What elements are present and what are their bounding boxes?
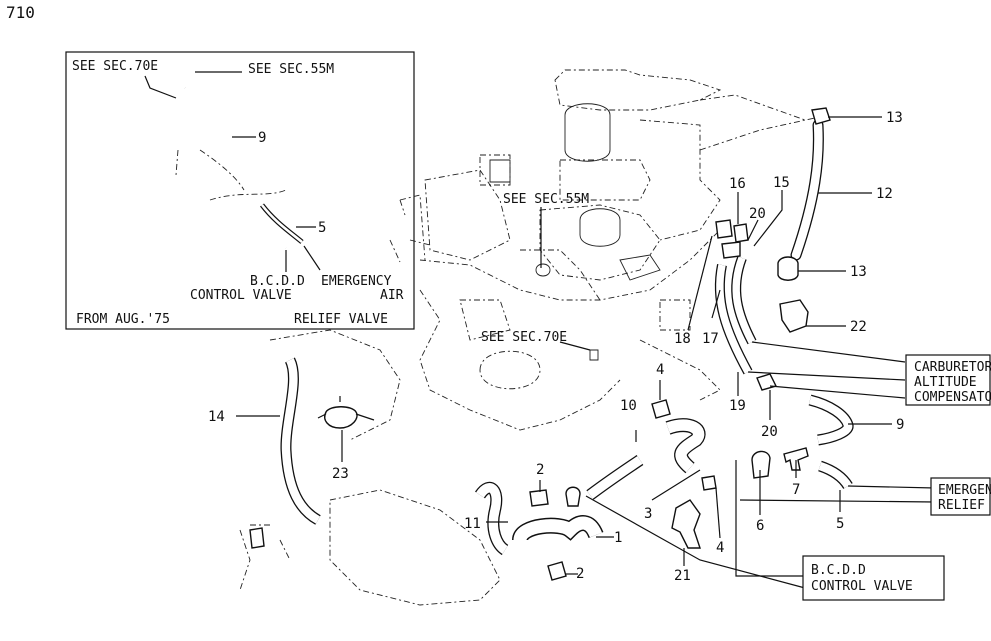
- clamp-4-upper: [651, 399, 671, 419]
- leader-lines: [236, 116, 936, 589]
- callout-17: 17: [702, 331, 719, 347]
- callout-16: 16: [729, 176, 746, 192]
- inset-callout-9: 9: [258, 130, 266, 146]
- inset-see-55m: SEE SEC.55M: [248, 62, 334, 77]
- valve-16: [715, 219, 749, 259]
- bracket-21: [671, 499, 701, 549]
- callout-20-upper: 20: [749, 206, 766, 222]
- bcdd-line2: CONTROL VALVE: [811, 579, 913, 594]
- main-see-55m: SEE SEC.55M: [503, 192, 589, 207]
- box-carburetor: CARBURETOR ALTITUDE COMPENSATOR: [905, 354, 991, 406]
- box-bcdd: B.C.D.D CONTROL VALVE: [802, 555, 945, 601]
- hose-15: [731, 256, 757, 345]
- callout-2-lower: 2: [576, 566, 584, 582]
- callout-13-bottom: 13: [850, 264, 867, 280]
- callout-11: 11: [464, 516, 481, 532]
- callout-12: 12: [876, 186, 893, 202]
- inset-emergency-line2: AIR: [380, 288, 404, 303]
- inset-emergency-line1: EMERGENCY: [321, 274, 392, 289]
- clamp-13-bottom: [777, 256, 799, 281]
- box-emergency-relief: EMERGENCY RELIEF: [930, 477, 991, 516]
- clamp-23: [324, 406, 358, 429]
- carb-line1: CARBURETOR: [914, 360, 991, 375]
- callout-9: 9: [896, 417, 904, 433]
- callout-4-upper: 4: [656, 362, 664, 378]
- callout-2-upper: 2: [536, 462, 544, 478]
- callout-15: 15: [773, 175, 790, 191]
- callout-23: 23: [332, 466, 349, 482]
- callout-22: 22: [850, 319, 867, 335]
- inset-see-70e: SEE SEC.70E: [72, 59, 158, 74]
- callout-7: 7: [792, 482, 800, 498]
- callout-6: 6: [756, 518, 764, 534]
- callout-numbers: 1 2 2 3 4 4 5 6 7 9 10 11 12 13 13 14 15…: [208, 110, 904, 584]
- callout-10: 10: [620, 398, 637, 414]
- callout-1: 1: [614, 530, 622, 546]
- engine-outline: [239, 69, 816, 606]
- clamp-2-lower: [547, 561, 567, 581]
- inset-bcdd-line1: B.C.D.D: [250, 274, 305, 289]
- carb-line3: COMPENSATOR: [914, 390, 991, 405]
- valve-6: [751, 450, 771, 479]
- hose-3: [665, 418, 706, 474]
- hose-1: [512, 515, 604, 543]
- hose-12: [790, 119, 824, 261]
- part-20-lower: [756, 373, 778, 391]
- hose-14: [280, 357, 321, 525]
- tee-7: [783, 447, 809, 471]
- hoses: [249, 107, 936, 581]
- main-see-70e: SEE SEC.70E: [481, 330, 567, 345]
- hose-10: [586, 455, 644, 500]
- inset-from-date: FROM AUG.'75: [76, 312, 170, 327]
- page-code: 710: [6, 3, 35, 22]
- inset-panel: SEE SEC.70E SEE SEC.55M 9 5 B.C.D.D CONT…: [65, 51, 415, 330]
- inset-bcdd-line2: CONTROL VALVE: [190, 288, 292, 303]
- hose-11: [475, 481, 509, 556]
- callout-5: 5: [836, 516, 844, 532]
- hose-10-end: [565, 486, 581, 507]
- callout-4-lower: 4: [716, 540, 724, 556]
- hose-5: [818, 460, 853, 490]
- clamp-2-upper: [529, 489, 549, 507]
- inset-callout-5: 5: [318, 220, 326, 236]
- callout-20-lower: 20: [761, 424, 778, 440]
- callout-14: 14: [208, 409, 225, 425]
- clamp-4-lower: [701, 475, 717, 491]
- part-22: [779, 299, 809, 333]
- callout-21: 21: [674, 568, 691, 584]
- clamp-13-top: [811, 107, 831, 125]
- callout-19: 19: [729, 398, 746, 414]
- hose-17: [714, 264, 753, 375]
- bcdd-line1: B.C.D.D: [811, 563, 866, 578]
- callout-13-top: 13: [886, 110, 903, 126]
- emerg-relief-line1: EMERGENCY: [938, 483, 991, 498]
- hose-9: [808, 394, 854, 446]
- callout-3: 3: [644, 506, 652, 522]
- carb-line2: ALTITUDE: [914, 375, 977, 390]
- callout-18: 18: [674, 331, 691, 347]
- inset-relief-valve: RELIEF VALVE: [294, 312, 388, 327]
- emerg-relief-line2: RELIEF: [938, 498, 985, 513]
- bracket-left: [249, 527, 265, 549]
